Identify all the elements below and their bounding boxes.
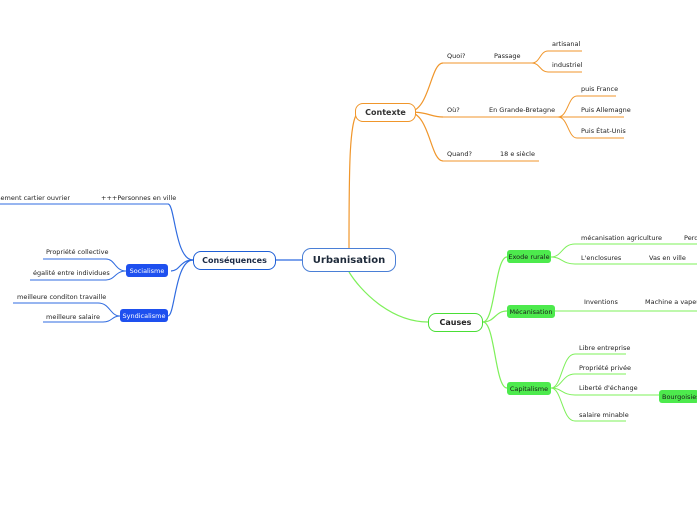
puis-france-node[interactable]: puis France bbox=[581, 85, 619, 93]
mecanisation-node[interactable]: Mécanisation bbox=[507, 305, 555, 318]
propriete-collective-node[interactable]: Propriété collective bbox=[46, 248, 109, 256]
quand-node[interactable]: Quand? bbox=[447, 150, 472, 158]
contexte-node[interactable]: Contexte bbox=[355, 103, 416, 122]
grande-bretagne-node[interactable]: En Grande-Bretagne bbox=[489, 106, 556, 114]
causes-node[interactable]: Causes bbox=[428, 313, 483, 332]
meilleure-salaire-node[interactable]: meilleure salaire bbox=[46, 313, 100, 321]
industriel-node[interactable]: industriel bbox=[552, 61, 583, 69]
link-root-causes bbox=[348, 271, 429, 323]
ou-node[interactable]: Où? bbox=[447, 106, 460, 114]
root-node[interactable]: Urbanisation bbox=[302, 248, 396, 272]
puis-usa-node[interactable]: Puis État-Unis bbox=[581, 127, 626, 135]
exode-rurale-node[interactable]: Exode rurale bbox=[507, 250, 551, 263]
socialisme-node[interactable]: Socialisme bbox=[126, 264, 168, 277]
meilleure-conditions-node[interactable]: meilleure conditon travaille bbox=[17, 293, 107, 301]
puis-allemagne-node[interactable]: Puis Allemagne bbox=[581, 106, 631, 114]
siecle-node[interactable]: 18 e siècle bbox=[500, 150, 535, 158]
artisanal-node[interactable]: artisanal bbox=[552, 40, 581, 48]
liberte-echange-node[interactable]: Liberté d'échange bbox=[579, 384, 638, 392]
libre-entreprise-node[interactable]: Libre entreprise bbox=[579, 344, 631, 352]
enclosures-node[interactable]: L'enclosures bbox=[581, 254, 622, 262]
personnes-en-ville-node[interactable]: +++Personnes en ville bbox=[101, 194, 177, 202]
mecanisation-agriculture-node[interactable]: mécanisation agriculture bbox=[581, 234, 662, 242]
entassement-node[interactable]: Entassement cartier ouvrier bbox=[0, 194, 70, 202]
syndicalisme-node[interactable]: Syndicalisme bbox=[120, 309, 168, 322]
salaire-minable-node[interactable]: salaire minable bbox=[579, 411, 629, 419]
perd-node[interactable]: Perd bbox=[684, 234, 697, 242]
vas-en-ville-node[interactable]: Vas en ville bbox=[649, 254, 686, 262]
quoi-node[interactable]: Quoi? bbox=[447, 52, 466, 60]
passage-node[interactable]: Passage bbox=[494, 52, 521, 60]
egalite-node[interactable]: égalité entre individues bbox=[33, 269, 110, 277]
consequences-node[interactable]: Conséquences bbox=[193, 251, 276, 270]
machine-vapeur-node[interactable]: Machine a vapeur bbox=[645, 298, 697, 306]
inventions-node[interactable]: Inventions bbox=[584, 298, 618, 306]
bourgeoisie-node[interactable]: Bourgoisies bbox=[659, 390, 697, 403]
link-root-contexte bbox=[348, 111, 361, 249]
propriete-privee-node[interactable]: Propriété privée bbox=[579, 364, 631, 372]
capitalisme-node[interactable]: Capitalisme bbox=[507, 382, 551, 395]
